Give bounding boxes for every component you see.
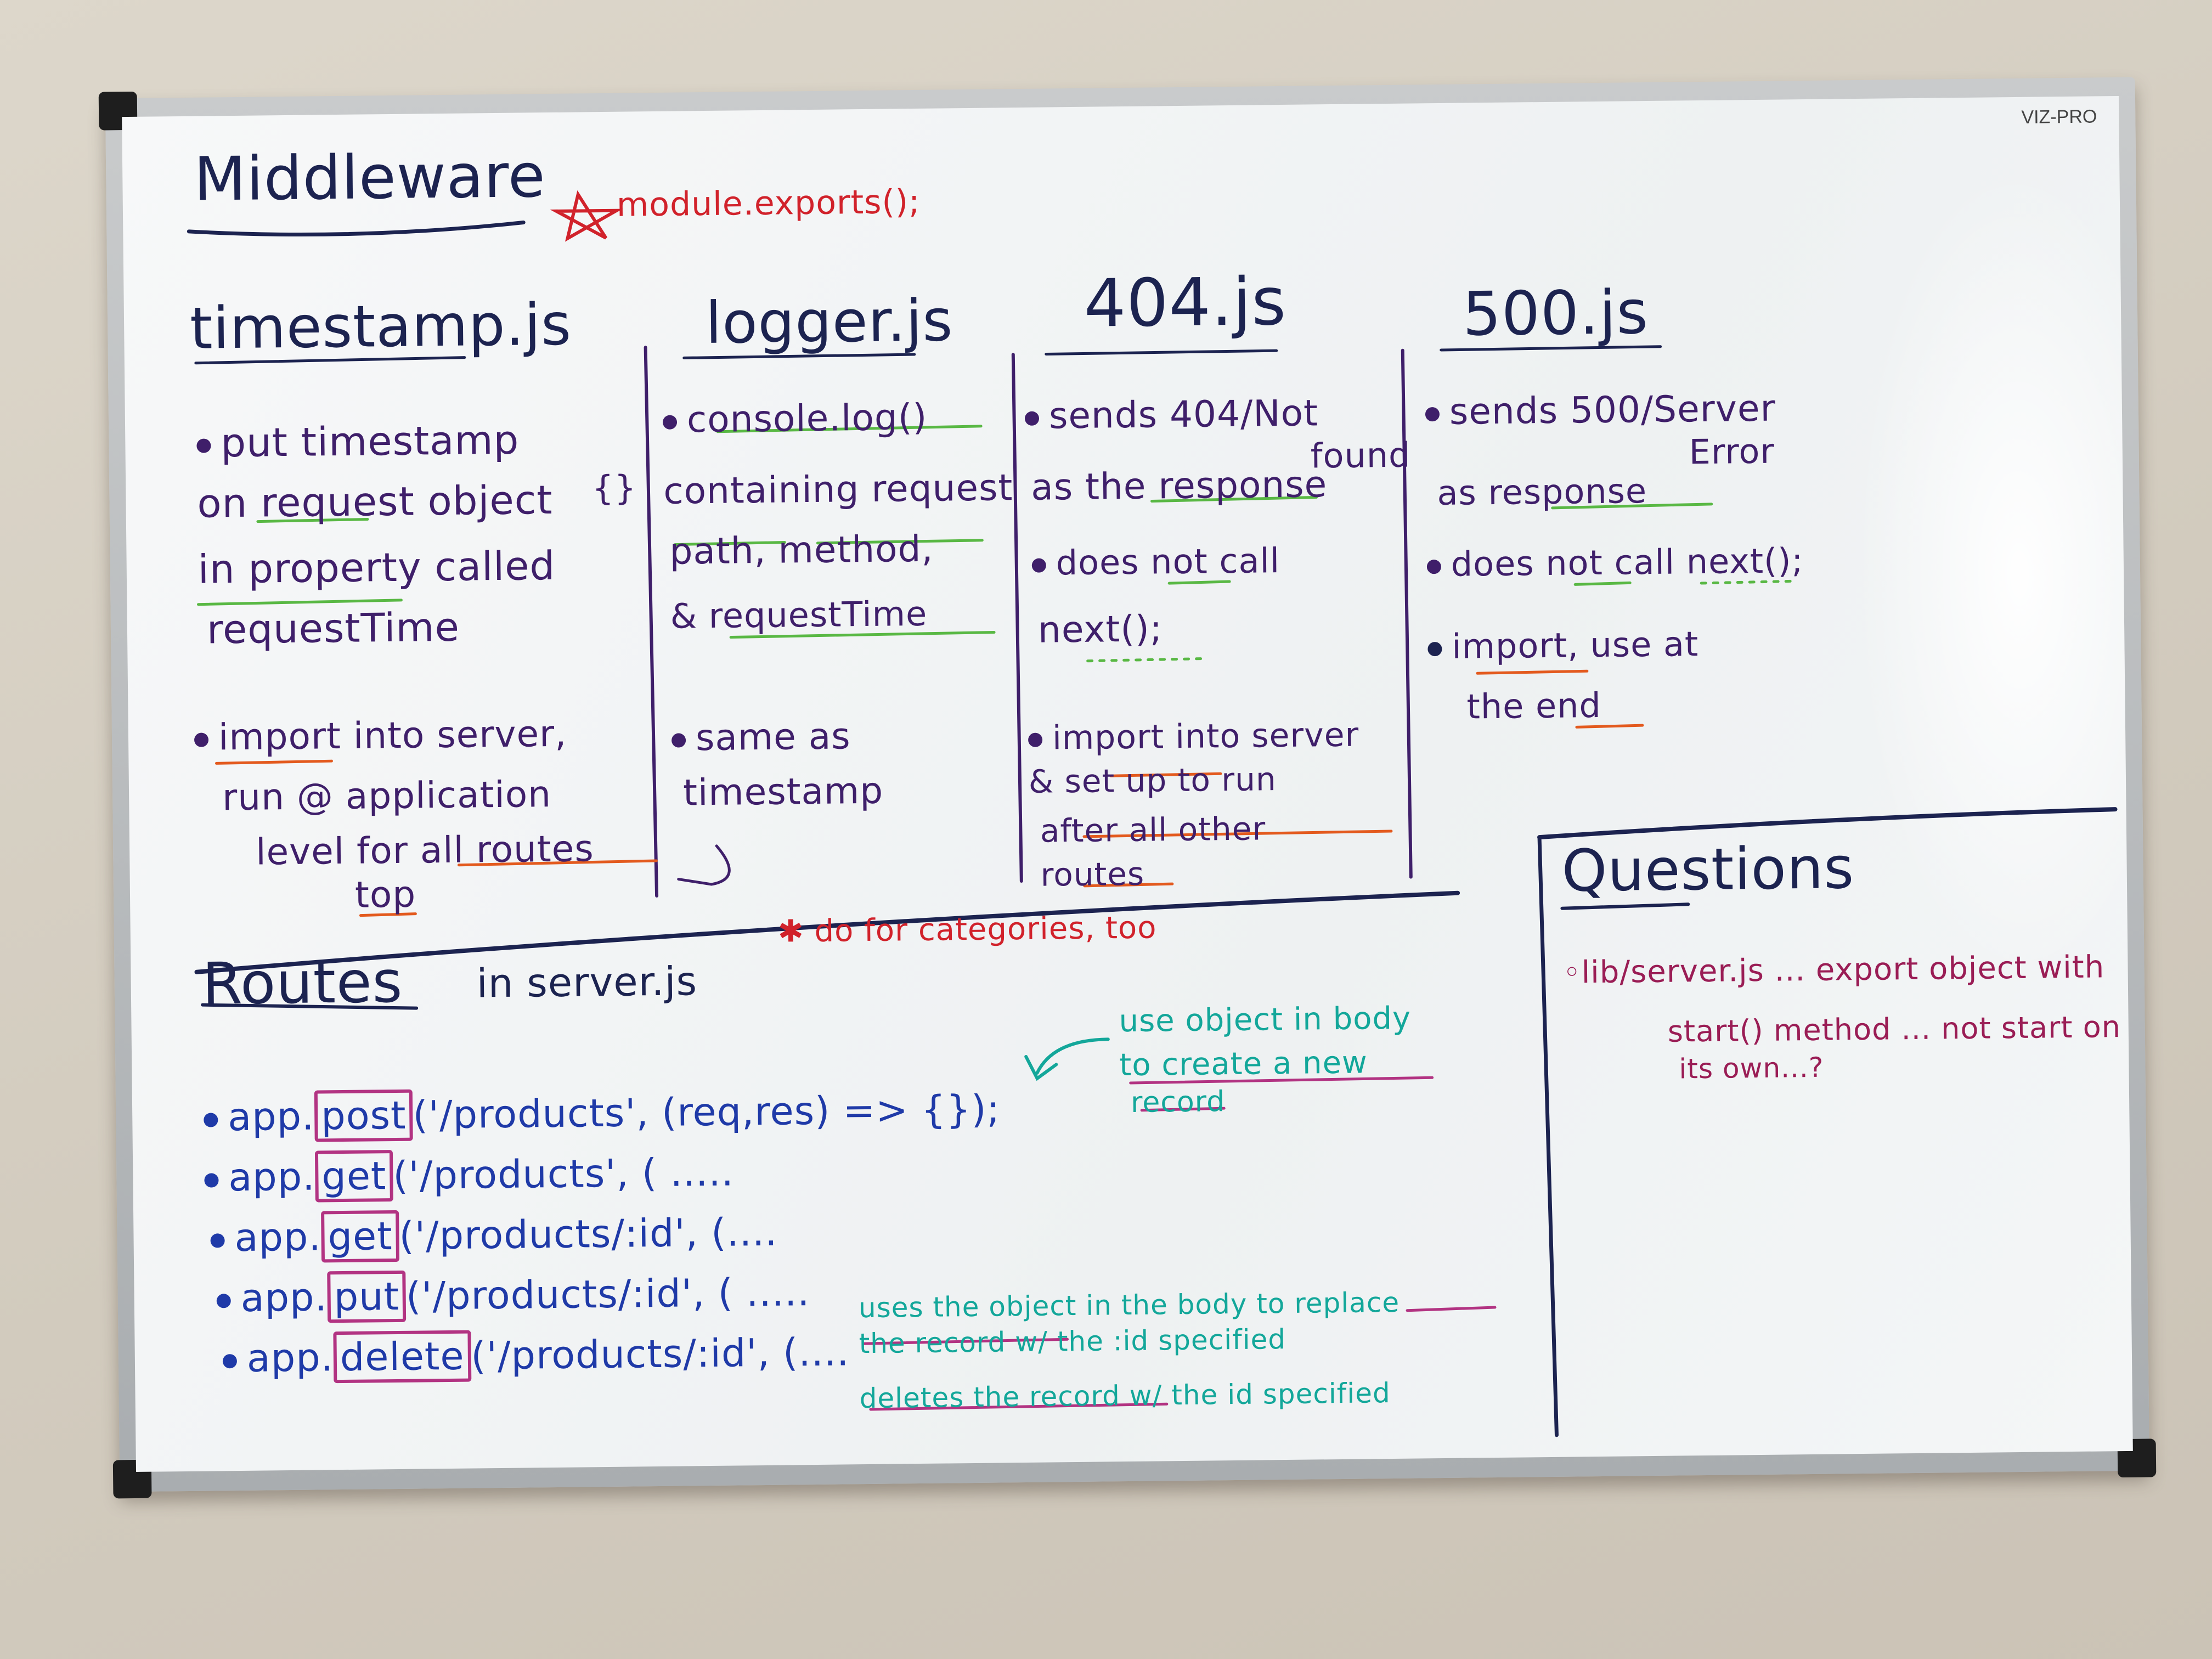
bullet-icon [1426,559,1442,574]
questions-line-1: ◦lib/server.js ... export object with [1562,949,2105,991]
timestamp-line-4: requestTime [206,603,460,653]
e404-line-4: does not call [1031,540,1280,583]
e404-import-3: after all other [1040,810,1266,850]
route-line: app.post('/products', (req,res) => {}); [204,1086,1001,1142]
delete-note: deletes the record w/ the id specified [859,1377,1391,1415]
bullet-icon [1427,641,1442,657]
e500-line-4: does not call next(); [1426,540,1804,584]
bullet-icon [204,1173,219,1188]
route-prefix: app. [228,1154,315,1200]
route-prefix: app. [234,1214,321,1261]
route-prefix: app. [240,1274,328,1321]
put-note-1: uses the object in the body to replace [858,1286,1400,1324]
bullet-icon [1028,733,1043,748]
bullet-icon [222,1354,238,1369]
timestamp-import-1: import into server, [194,713,567,758]
bullet-icon [194,732,209,747]
questions-title: Questions [1561,834,1855,905]
exports-note: module.exports(); [616,182,921,224]
timestamp-title: timestamp.js [189,291,572,362]
route-path: ('/products/:id', (.... [470,1329,850,1379]
whiteboard-frame: VIZ-PRO [98,77,2157,1499]
whiteboard: VIZ-PRO [122,96,2133,1472]
e404-import-1: import into server [1028,716,1359,757]
timestamp-braces: {} [591,467,637,509]
route-line: app.put('/products/:id', ( ..... [216,1269,810,1323]
e404-import-4: routes [1040,855,1145,894]
bullet-icon [1425,407,1440,422]
e500-line-1: sends 500/Server [1425,387,1776,433]
categories-note: ✱ do for categories, too [777,910,1157,950]
e500-import-1: import, use at [1427,624,1699,667]
route-prefix: app. [246,1335,334,1381]
put-note-2: the record w/ the :id specified [859,1323,1286,1360]
route-method: get [321,1210,400,1263]
post-note-1: use object in body [1119,1000,1412,1040]
route-path: ('/products/:id', (.... [399,1209,778,1259]
logger-line-1: console.log() [662,396,928,441]
marker-lines [187,190,2118,1437]
route-method: delete [333,1330,471,1384]
timestamp-import-2: run @ application [222,772,552,819]
logger-same-2: timestamp [682,769,884,814]
routes-subtitle: in server.js [476,958,698,1007]
timestamp-import-3: level for all routes [255,827,595,873]
timestamp-line-1: put timestamp [196,417,520,466]
e500-title: 500.js [1462,277,1649,349]
bullet-icon [196,438,211,454]
e500-line-2: Error [1689,431,1775,472]
logger-line-2: containing request [663,466,1013,512]
e500-import-2: the end [1466,685,1602,727]
e404-import-2: & set up to run [1028,760,1277,800]
bullet-icon [204,1113,218,1127]
route-method: post [314,1089,413,1142]
route-method: put [327,1270,407,1323]
questions-line-3: its own...? [1679,1051,1824,1085]
route-path: ('/products', (req,res) => {}); [413,1086,1001,1138]
questions-line-2: start() method ... not start on [1667,1009,2121,1049]
bullet-icon [210,1233,225,1248]
logger-same-1: same as [671,715,851,759]
route-prefix: app. [227,1093,315,1140]
logger-line-3: path, method, [669,527,934,573]
routes-title: Routes [202,948,403,1018]
timestamp-line-3: in property called [198,542,556,592]
route-line: app.delete('/products/:id', (.... [222,1329,850,1384]
e404-line-1: sends 404/Not [1024,392,1318,437]
bullet-icon [216,1294,231,1308]
bullet-icon [671,733,686,748]
e404-line-5: next(); [1037,607,1163,651]
e404-title: 404.js [1084,263,1287,342]
route-line: app.get('/products', ( ..... [204,1149,735,1203]
e500-line-3: as response [1437,471,1647,514]
logger-line-4: & requestTime [670,593,928,636]
e404-line-3: as the response [1030,463,1328,509]
timestamp-line-2: on request object [197,476,553,527]
bullet-icon [1024,411,1040,426]
post-note-2: to create a new [1119,1045,1368,1084]
route-method: get [314,1150,393,1203]
middleware-title: Middleware [193,140,546,215]
route-line: app.get('/products/:id', (.... [210,1209,778,1263]
logger-title: logger.js [705,287,953,357]
post-note-3: record [1130,1085,1226,1119]
timestamp-import-4: top [354,873,416,916]
bullet-icon [1031,558,1046,573]
bullet-icon [662,415,678,430]
route-path: ('/products', ( ..... [392,1149,735,1199]
route-path: ('/products/:id', ( ..... [405,1269,810,1319]
